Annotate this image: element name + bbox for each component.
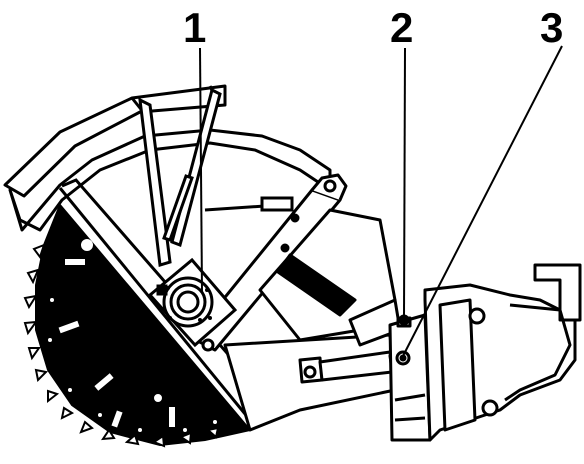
callout-2: 2 [390,4,413,51]
leader-line-3 [402,45,563,357]
saw-blade [23,203,252,448]
callout-3: 3 [540,4,563,51]
spindle-hub [147,257,238,348]
guard-links [138,87,294,267]
gearbox-housing [223,208,402,432]
leader-line-2 [403,47,406,319]
mounting-bracket [388,263,582,442]
callout-1: 1 [183,4,206,51]
leader-line-1 [199,47,203,293]
callout-leaders [199,45,563,357]
